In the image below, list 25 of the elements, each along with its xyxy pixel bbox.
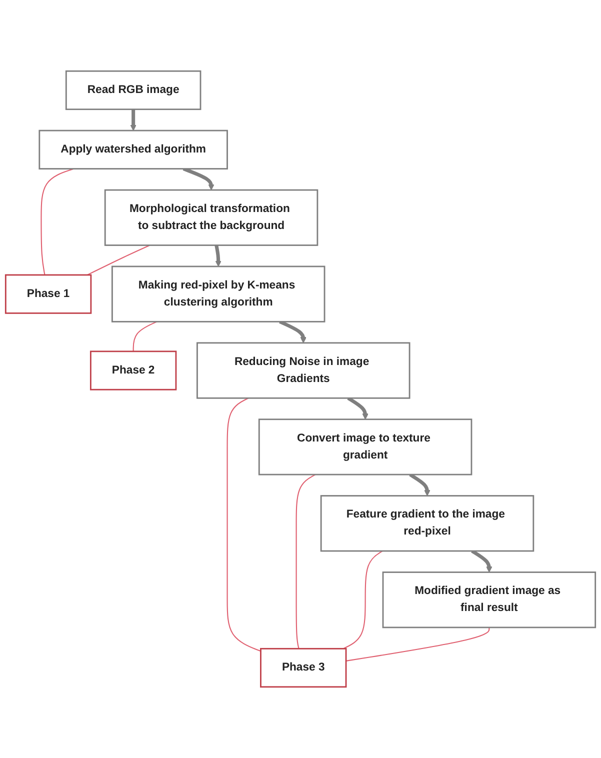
connector	[346, 627, 490, 662]
connector	[342, 550, 383, 650]
node-box: Convert image to texture gradient	[258, 418, 472, 476]
node-box: Apply watershed algorithm	[38, 130, 228, 170]
node-box: Morphological transformation to subtract the background	[104, 189, 318, 246]
arrow	[347, 396, 368, 420]
node-box: Phase 3	[260, 648, 347, 688]
node-box: Making red-pixel by K-means clustering algorithm	[111, 266, 326, 322]
arrow	[409, 473, 430, 496]
connector	[87, 244, 150, 276]
connector	[226, 398, 261, 652]
connector	[296, 474, 316, 649]
node-box: Phase 2	[90, 350, 177, 390]
arrow	[279, 320, 306, 344]
node-box: Read RGB image	[65, 70, 202, 110]
node-box: Modified gradient image as final result	[382, 572, 596, 628]
arrow	[471, 550, 492, 573]
node-box: Feature gradient to the image red-pixel	[320, 495, 534, 552]
connector	[132, 321, 158, 352]
arrow	[130, 109, 136, 131]
node-box: Phase 1	[4, 274, 92, 314]
connector	[40, 168, 74, 276]
arrow	[182, 167, 214, 190]
node-box: Reducing Noise in image Gradients	[196, 342, 410, 399]
arrow	[214, 244, 222, 267]
